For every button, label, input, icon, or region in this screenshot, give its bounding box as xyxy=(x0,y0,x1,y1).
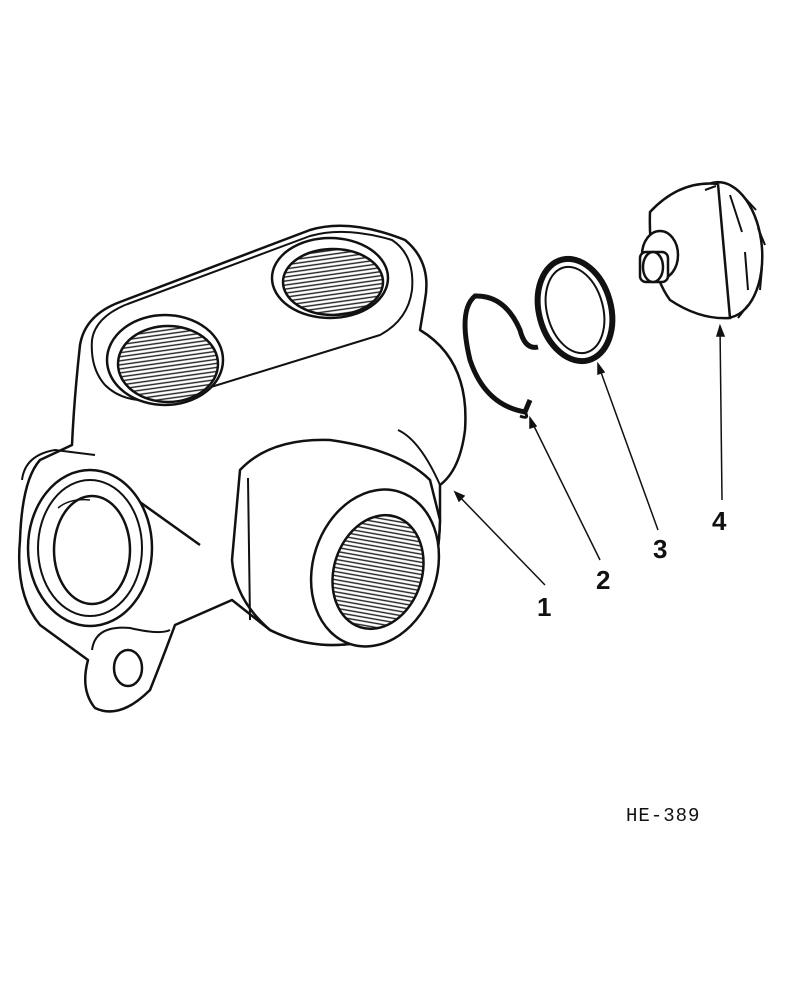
reference-code: HE-389 xyxy=(626,805,701,827)
mounting-hole xyxy=(112,648,144,688)
leader-lines xyxy=(453,323,726,586)
callout-4: 4 xyxy=(712,506,727,536)
leader-1 xyxy=(454,491,546,586)
plug xyxy=(638,180,766,320)
leader-2 xyxy=(529,417,601,561)
top-port-right xyxy=(270,236,390,320)
front-port xyxy=(230,438,442,648)
left-port xyxy=(26,468,154,628)
snap-ring xyxy=(462,293,539,419)
o-ring xyxy=(534,255,616,365)
callout-3: 3 xyxy=(653,534,668,564)
top-port-left xyxy=(105,313,225,407)
callout-1: 1 xyxy=(537,592,552,622)
callout-2: 2 xyxy=(596,565,611,595)
leader-4 xyxy=(719,325,723,501)
leader-3 xyxy=(597,363,659,531)
